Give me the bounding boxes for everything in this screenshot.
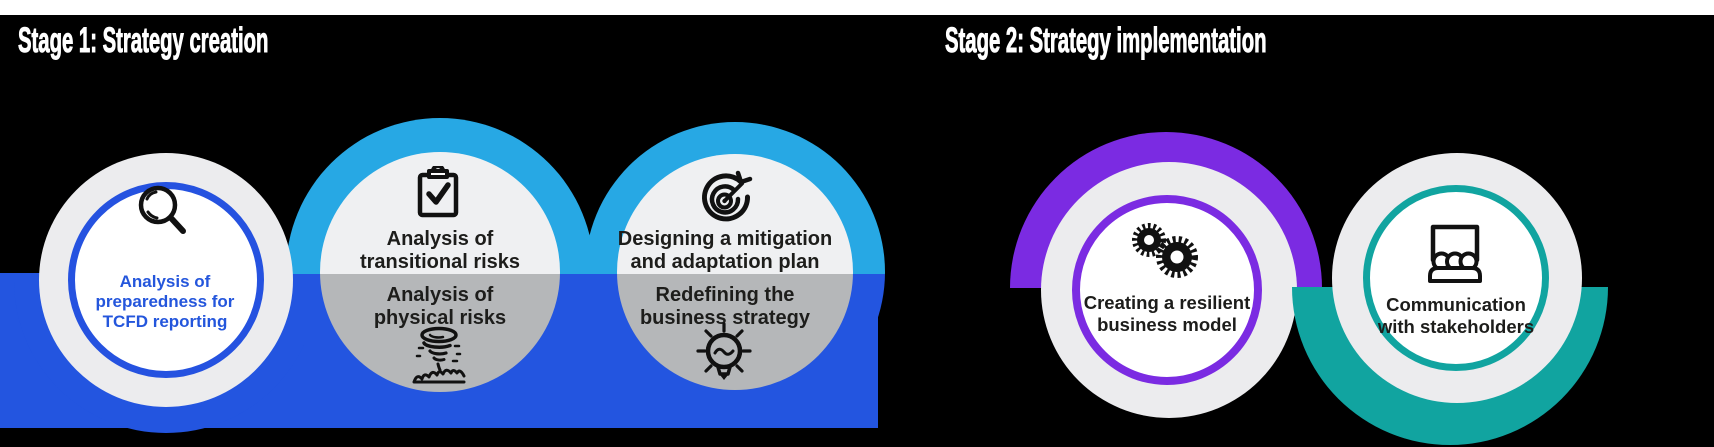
stage1-title: Stage 1: Strategy creation: [18, 21, 269, 61]
step3-top-label: Designing a mitigation and adaptation pl…: [617, 228, 833, 273]
step1-label: Analysis of preparedness for TCFD report…: [95, 272, 235, 331]
target-arrow-icon: [702, 170, 753, 222]
top-white-strip: [0, 0, 1714, 15]
magnifier-icon: [138, 185, 186, 234]
audience-icon: [1428, 224, 1482, 283]
step3-inner-disc: [617, 154, 853, 390]
step5-label: Communication with stakeholders: [1377, 294, 1535, 337]
step4-label: Creating a resilient business model: [1083, 292, 1251, 335]
step4-white-disc: [1072, 195, 1262, 385]
clipboard-check-icon: [417, 166, 459, 218]
step3-bottom-label: Redefining the business strategy: [639, 284, 811, 329]
step2-bottom-label: Analysis of physical risks: [373, 284, 507, 329]
gears-icon: [1132, 223, 1198, 278]
step1-white-disc: [68, 182, 264, 378]
lightbulb-icon: [696, 322, 752, 380]
step2-top-label: Analysis of transitional risks: [359, 228, 521, 273]
tornado-icon: [412, 326, 466, 384]
stage2-title: Stage 2: Strategy implementation: [945, 21, 1267, 61]
